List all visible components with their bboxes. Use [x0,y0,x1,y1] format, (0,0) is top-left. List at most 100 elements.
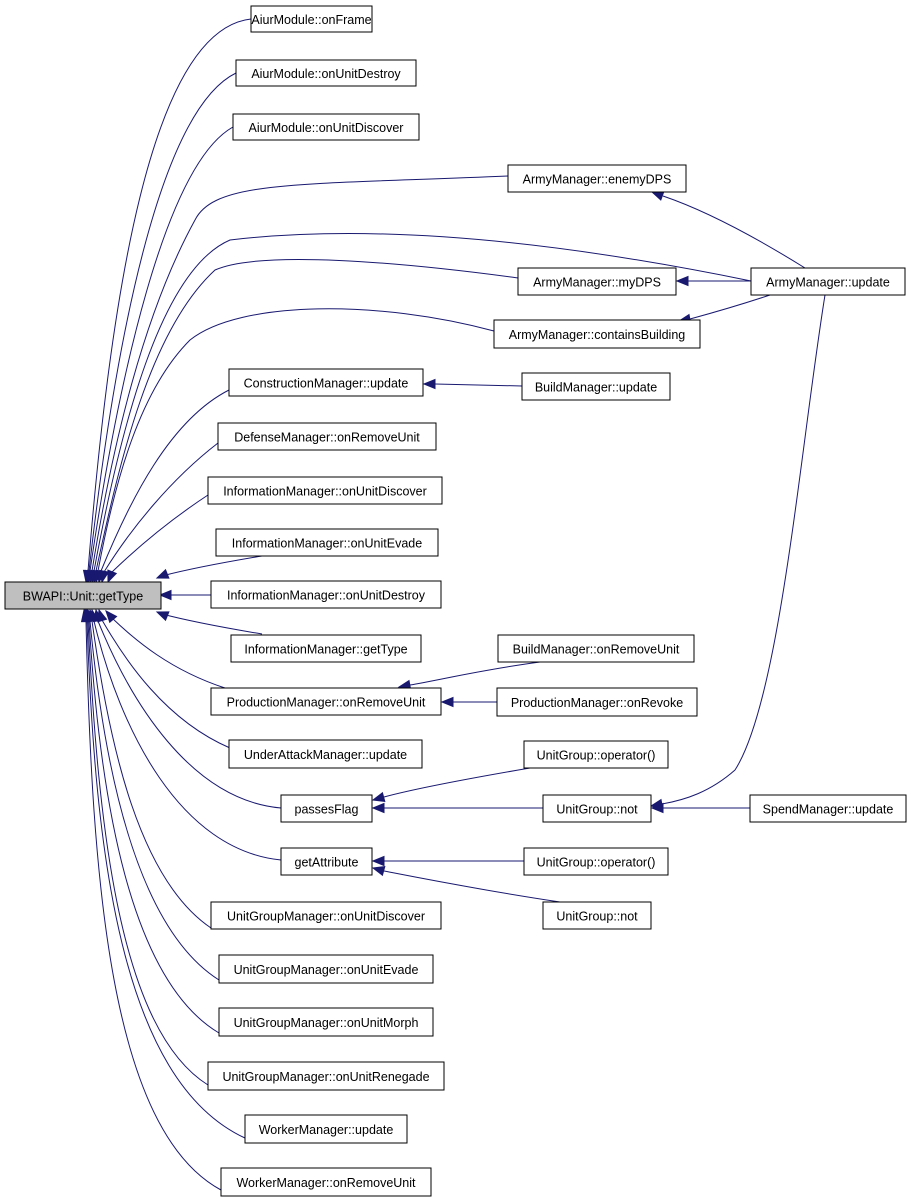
node-label: getAttribute [295,856,359,870]
node-label: WorkerManager::update [259,1123,394,1137]
arrowhead-icon [99,569,110,584]
arrowhead-icon [155,611,170,622]
edge-line [93,233,752,572]
edge-line [111,617,226,689]
node-label: UnderAttackManager::update [244,748,407,762]
node-build-update[interactable]: BuildManager::update [521,372,671,401]
edge-line [88,72,237,572]
node-spend-update[interactable]: SpendManager::update [749,794,907,823]
node-box [220,1167,432,1197]
node-construction-update[interactable]: ConstructionManager::update [228,368,424,397]
edge-line [100,389,230,572]
edge-defense_onremoveunit-to-root [99,442,219,584]
node-army-update[interactable]: ArmyManager::update [750,267,906,296]
edge-unitgroup_operator_1-to-passesflag [371,767,531,803]
node-aiur-onunitdiscover[interactable]: AiurModule::onUnitDiscover [232,113,420,141]
node-aiur-onunitdestroy[interactable]: AiurModule::onUnitDestroy [235,59,417,87]
edge-info_gettype-to-root [155,611,263,635]
node-info-onunitdiscover[interactable]: InformationManager::onUnitDiscover [207,476,443,505]
node-box [542,901,652,930]
node-passesflag[interactable]: passesFlag [280,794,373,823]
node-ugm-onunitdiscover[interactable]: UnitGroupManager::onUnitDiscover [210,901,442,930]
node-label: UnitGroup::not [556,910,638,924]
node-army-mydps[interactable]: ArmyManager::myDPS [517,267,677,296]
node-label: BuildManager::update [535,381,657,395]
node-box [210,901,442,930]
node-box [232,113,420,141]
node-label: BuildManager::onRemoveUnit [513,643,680,657]
edge-info_onunitdestroy-to-root [158,589,211,601]
edge-line [86,620,246,1139]
arrowhead-icon [371,855,385,867]
node-box [521,372,671,401]
edge-unitgroup_not_1-to-passesflag [371,802,543,814]
node-unitgroup-operator-2[interactable]: UnitGroup::operator() [523,847,669,876]
node-underattack-update[interactable]: UnderAttackManager::update [228,739,423,769]
edge-underattack_update-to-root [97,608,231,749]
node-label: ProductionManager::onRemoveUnit [227,696,426,710]
edge-line [97,620,282,809]
arrowhead-icon [371,802,385,814]
node-label: DefenseManager::onRemoveUnit [234,431,420,445]
node-info-gettype[interactable]: InformationManager::getType [230,634,422,663]
node-box [217,422,437,451]
edges-layer [80,18,826,1191]
node-label: UnitGroupManager::onUnitEvade [234,963,419,977]
node-getattribute[interactable]: getAttribute [280,847,373,876]
arrowhead-icon [155,568,170,579]
arrowhead-icon [650,802,664,814]
node-build-onremoveunit[interactable]: BuildManager::onRemoveUnit [497,634,695,663]
node-label: UnitGroup::operator() [537,749,656,763]
node-root[interactable]: BWAPI::Unit::getType [4,581,162,610]
edge-build_onremoveunit-to-production_onremoveunit [397,661,541,691]
node-label: InformationManager::onUnitDiscover [223,485,427,499]
edge-line [89,126,234,572]
node-unitgroup-not-2[interactable]: UnitGroup::not [542,901,652,930]
edge-info_onunitevade-to-root [155,555,263,579]
node-box [496,687,698,717]
edge-build_update-to-construction_update [422,378,523,390]
node-unitgroup-operator-1[interactable]: UnitGroup::operator() [523,740,669,769]
node-defense-onremoveunit[interactable]: DefenseManager::onRemoveUnit [217,422,437,451]
node-box [210,580,442,609]
edge-army_update-to-army_mydps [675,275,751,287]
node-worker-onremoveunit[interactable]: WorkerManager::onRemoveUnit [220,1167,432,1197]
node-label: ConstructionManager::update [244,377,409,391]
node-worker-update[interactable]: WorkerManager::update [244,1114,408,1144]
node-unitgroup-not-1[interactable]: UnitGroup::not [542,794,652,823]
edge-line [409,661,541,686]
node-info-onunitevade[interactable]: InformationManager::onUnitEvade [215,528,439,557]
edge-unitgroup_operator_2-to-getattribute [371,855,524,867]
node-box [207,476,443,505]
edge-line [101,619,231,749]
nodes-layer: BWAPI::Unit::getType AiurModule::onFrameA… [4,5,907,1197]
edge-line [383,767,531,798]
node-label: ArmyManager::containsBuilding [509,328,686,342]
node-label: UnitGroupManager::onUnitRenegade [222,1070,429,1084]
arrowhead-icon [80,608,92,623]
node-army-enemydps[interactable]: ArmyManager::enemyDPS [507,164,687,193]
node-production-onremoveunit[interactable]: ProductionManager::onRemoveUnit [210,687,442,716]
node-army-containsbuilding[interactable]: ArmyManager::containsBuilding [493,319,701,349]
node-aiur-onframe[interactable]: AiurModule::onFrame [250,5,373,33]
edge-production_onremoveunit-to-root [105,609,226,689]
edge-production_onrevoke-to-production_onremoveunit [440,696,497,708]
node-box [215,528,439,557]
edge-line [383,870,561,903]
node-production-onrevoke[interactable]: ProductionManager::onRevoke [496,687,698,717]
edge-line [434,383,523,387]
node-box [207,1061,445,1091]
arrowhead-icon [371,865,386,877]
edge-line [85,620,222,1191]
node-ugm-onunitmorph[interactable]: UnitGroupManager::onUnitMorph [218,1007,434,1037]
edge-line [93,620,282,861]
edge-army_update-to-unitgroup_not_1 [649,294,826,810]
node-box [497,634,695,663]
node-ugm-onunitevade[interactable]: UnitGroupManager::onUnitEvade [218,954,434,984]
node-box [230,634,422,663]
node-info-onunitdestroy[interactable]: InformationManager::onUnitDestroy [210,580,442,609]
node-ugm-onunitrenegade[interactable]: UnitGroupManager::onUnitRenegade [207,1061,445,1091]
node-box [280,794,373,823]
node-box [493,319,701,349]
arrowhead-icon [158,589,172,601]
